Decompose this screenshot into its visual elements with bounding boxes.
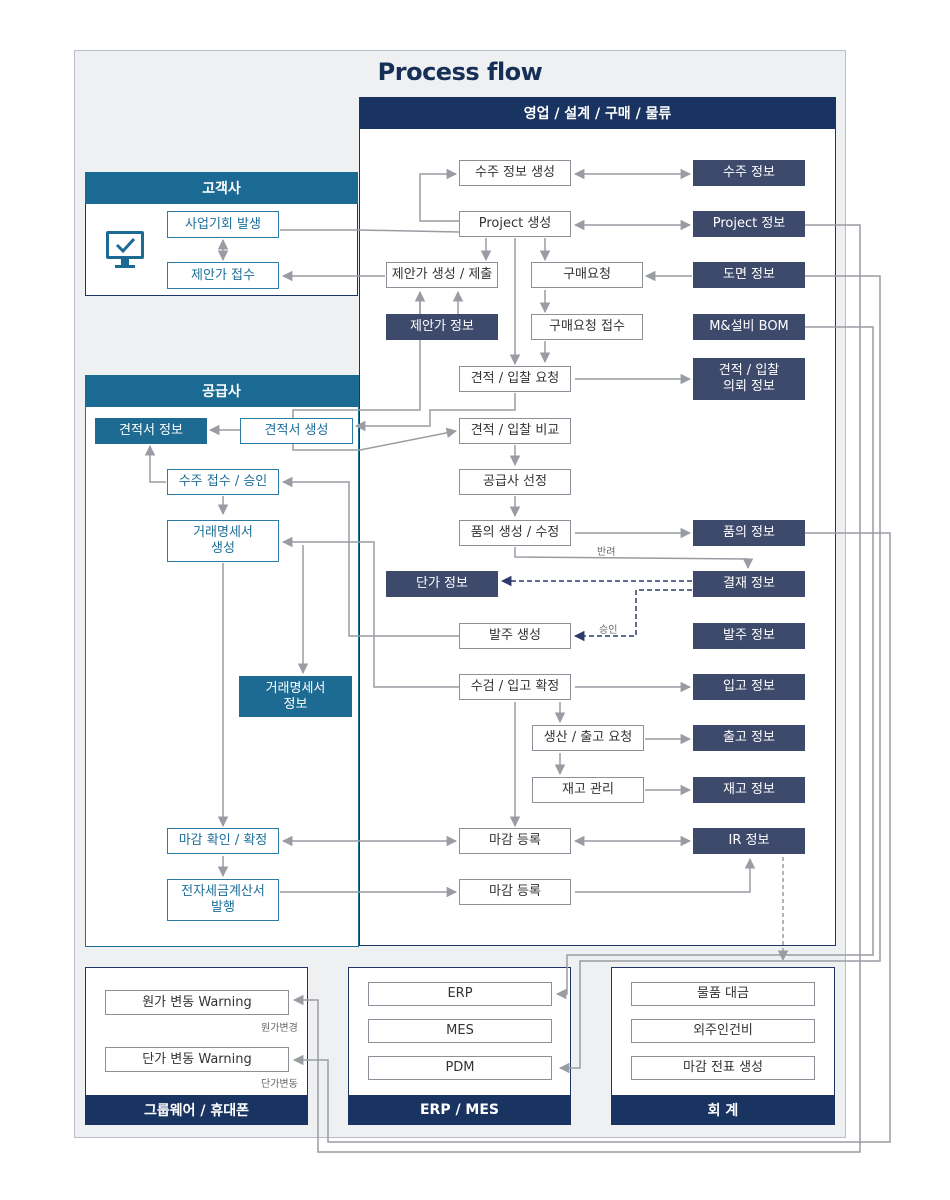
closing-slip-box: 마감 전표 생성 — [631, 1056, 815, 1080]
production-shipment-box: 생산 / 출고 요청 — [532, 725, 644, 751]
statement-create-box: 거래명세서 생성 — [167, 520, 279, 562]
supplier-header: 공급사 — [85, 375, 358, 407]
order-info-create-box: 수주 정보 생성 — [459, 160, 571, 186]
inventory-info-box: 재고 정보 — [693, 777, 805, 803]
proposal-receive-box: 제안가 접수 — [167, 262, 279, 289]
shipment-info-box: 출고 정보 — [693, 725, 805, 751]
accounting-header: 회 계 — [611, 1095, 835, 1125]
statement-info-box: 거래명세서 정보 — [239, 676, 352, 717]
quote-info-box: 견적서 정보 — [95, 418, 207, 444]
return-label: 반려 — [597, 547, 616, 558]
close-register-2-box: 마감 등록 — [459, 879, 571, 905]
order-accept-box: 수주 접수 / 승인 — [167, 469, 279, 495]
diagram-title: Process flow — [377, 58, 543, 86]
purchase-request-box: 구매요청 — [531, 262, 643, 288]
bom-box: M&설비 BOM — [693, 314, 805, 340]
groupware-header: 그룹웨어 / 휴대폰 — [85, 1095, 308, 1125]
quote-bid-request-box: 견적 / 입찰 요청 — [459, 366, 571, 392]
project-info-box: Project 정보 — [693, 211, 805, 237]
po-create-box: 발주 생성 — [459, 623, 571, 649]
close-register-box: 마감 등록 — [459, 828, 571, 854]
order-info-box: 수주 정보 — [693, 160, 805, 186]
approval-create-box: 품의 생성 / 수정 — [459, 520, 571, 546]
cost-warning-box: 원가 변동 Warning — [105, 990, 289, 1015]
erp-header: ERP / MES — [348, 1095, 571, 1125]
pdm-box: PDM — [368, 1056, 552, 1080]
tax-invoice-box: 전자세금계산서 발행 — [167, 879, 279, 921]
price-change-label: 단가변동 — [261, 1079, 298, 1090]
inventory-manage-box: 재고 관리 — [532, 777, 644, 803]
unit-price-info-box: 단가 정보 — [386, 571, 498, 597]
approve-label: 승인 — [599, 625, 618, 636]
goods-payment-box: 물품 대금 — [631, 982, 815, 1006]
quote-bid-request-info-box: 견적 / 입찰 의뢰 정보 — [693, 358, 805, 400]
approval-info-box: 품의 정보 — [693, 520, 805, 546]
price-warning-box: 단가 변동 Warning — [105, 1047, 289, 1072]
proposal-create-box: 제안가 생성 / 제출 — [386, 262, 498, 288]
close-confirm-box: 마감 확인 / 확정 — [167, 828, 279, 854]
outsourcing-labor-box: 외주인건비 — [631, 1019, 815, 1043]
proposal-info-box: 제안가 정보 — [386, 314, 498, 340]
inspection-confirm-box: 수검 / 입고 확정 — [459, 674, 571, 700]
supplier-select-box: 공급사 선정 — [459, 469, 571, 495]
receipt-info-box: 입고 정보 — [693, 674, 805, 700]
erp-box: ERP — [368, 982, 552, 1006]
cost-change-label: 원가변경 — [261, 1023, 298, 1034]
quote-create-box: 견적서 생성 — [240, 418, 353, 444]
sales-header: 영업 / 설계 / 구매 / 물류 — [359, 97, 836, 129]
mes-box: MES — [368, 1019, 552, 1043]
purchase-request-receive-box: 구매요청 접수 — [531, 314, 643, 340]
payment-info-box: 결재 정보 — [693, 571, 805, 597]
ir-info-box: IR 정보 — [693, 828, 805, 854]
business-plan-box: 사업기회 발생 — [167, 211, 279, 238]
quote-bid-compare-box: 견적 / 입찰 비교 — [459, 418, 571, 444]
drawing-info-box: 도면 정보 — [693, 262, 805, 288]
project-create-box: Project 생성 — [459, 211, 571, 237]
customer-header: 고객사 — [85, 172, 358, 204]
monitor-icon — [106, 231, 144, 268]
po-info-box: 발주 정보 — [693, 623, 805, 649]
